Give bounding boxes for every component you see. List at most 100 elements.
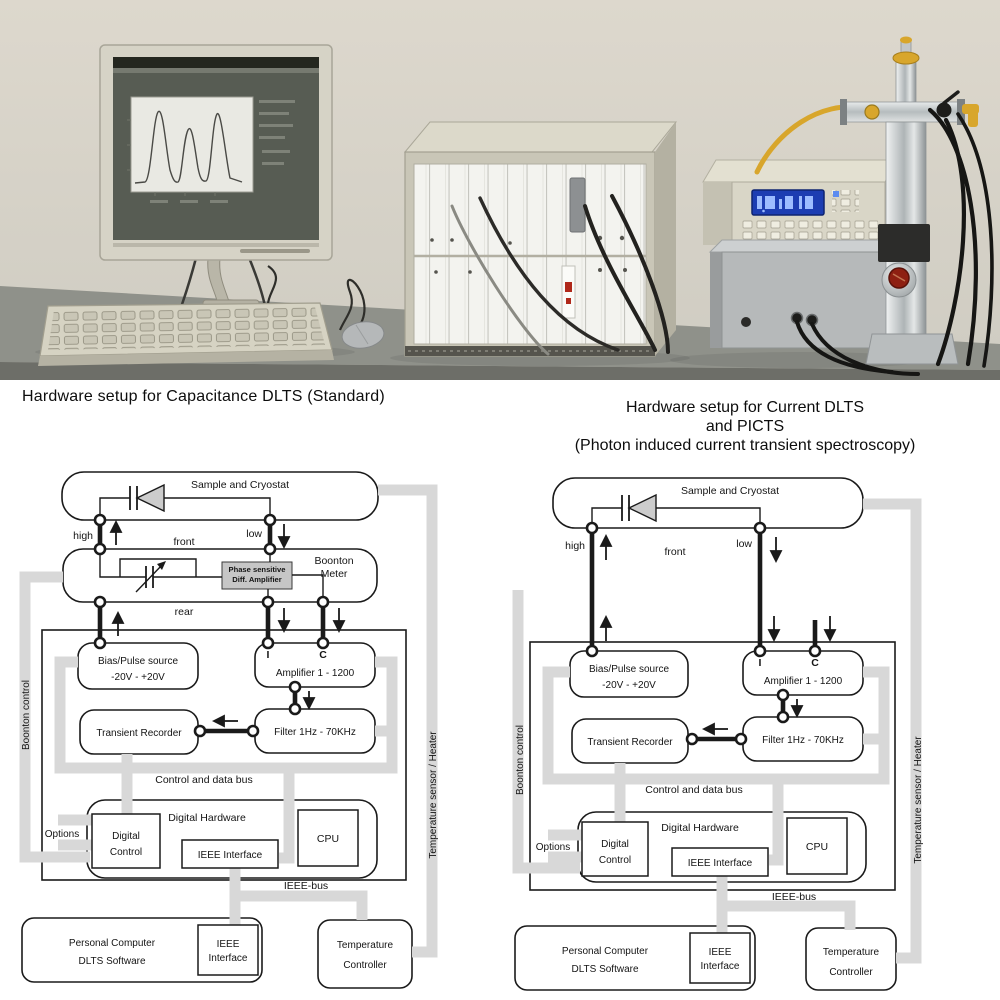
cpu-box <box>786 817 848 875</box>
front-label: front <box>173 536 194 548</box>
variable-capacitor-symbol <box>135 561 166 593</box>
digital-control-box <box>581 821 649 877</box>
caption-line-2: and PICTS <box>705 418 785 435</box>
flow-arrows <box>109 519 346 728</box>
pc-ieee-box <box>689 932 751 984</box>
diode-wire <box>591 507 622 528</box>
temp-sensor-bus <box>863 498 922 964</box>
lab-photo <box>0 0 1000 380</box>
pc-ieee-label: IEEE <box>709 947 732 958</box>
cryostat-cables <box>927 107 994 368</box>
right-diagram: Sample and Cryostat high low front Bias/… <box>512 477 924 991</box>
cpu-box <box>297 809 359 867</box>
temp-controller-label: Controller <box>343 960 387 971</box>
boonton-control-label: Boonton control <box>21 680 32 750</box>
pc-ieee-label: IEEE <box>217 939 240 950</box>
diode-symbol <box>621 493 657 523</box>
left-diagram: Sample and Cryostat high low front rear … <box>19 471 439 989</box>
power-knob <box>741 317 751 327</box>
pc-ieee-label: Interface <box>701 961 740 972</box>
phase-amplifier-box <box>221 561 293 590</box>
cryostat <box>754 36 994 368</box>
boonton-control-label: Boonton control <box>515 725 526 795</box>
caption-current-dlts: Hardware setup for Current DLTS and PICT… <box>500 398 990 455</box>
mouse <box>338 278 385 349</box>
monitor <box>99 44 333 347</box>
ieee-bus-line <box>722 900 856 930</box>
connector-module <box>569 177 586 233</box>
phase-amp-label: Diff. Amplifier <box>232 575 282 584</box>
bias-label: Bias/Pulse source <box>98 656 178 667</box>
temp-sensor-label: Temperature sensor / Heater <box>913 736 924 864</box>
boonton-wire <box>99 549 146 578</box>
rack-modules <box>413 163 647 345</box>
temp-controller-box <box>805 927 897 991</box>
caption-line-1: Hardware setup for Current DLTS <box>625 399 864 416</box>
sample-label: Sample and Cryostat <box>681 485 779 497</box>
yellow-cap <box>892 51 920 65</box>
front-label: front <box>664 546 685 558</box>
yellow-elbow <box>968 110 978 127</box>
mouse-cable <box>338 278 366 331</box>
control-data-bus <box>542 666 890 785</box>
red-module <box>561 265 576 319</box>
transient-label: Transient Recorder <box>587 737 673 748</box>
temp-controller-label: Controller <box>829 967 873 978</box>
clamp-block <box>878 224 930 262</box>
amplifier-label: Amplifier 1 - 1200 <box>764 676 843 687</box>
diode-wire <box>164 497 271 520</box>
digital-control-label: Digital <box>112 831 140 842</box>
ieee-bus-label: IEEE-bus <box>284 880 328 892</box>
ieee-interface-label: IEEE Interface <box>198 850 263 861</box>
plot-window <box>130 96 254 193</box>
diode-wire <box>99 497 130 520</box>
diagrams: Sample and Cryostat high low front rear … <box>19 471 924 991</box>
boonton-meter-label: Meter <box>321 568 348 580</box>
rack-cables <box>450 194 670 356</box>
diode-wire <box>656 507 761 528</box>
cpu-label: CPU <box>806 841 828 853</box>
capacitance-meter <box>702 159 899 246</box>
bias-label: -20V - +20V <box>111 672 165 683</box>
amplifier-box <box>254 642 376 688</box>
ieee-bus-label: IEEE-bus <box>772 891 816 903</box>
plot-curve <box>134 110 243 184</box>
boonton-control-bus <box>512 590 580 874</box>
gold-fitting <box>864 104 880 120</box>
filter-label: Filter 1Hz - 70KHz <box>274 727 356 738</box>
temp-sensor-bus <box>378 484 438 958</box>
cryostat-base <box>865 333 959 365</box>
pc-label: Personal Computer <box>562 946 649 957</box>
pc-label: DLTS Software <box>571 964 638 975</box>
pc-label: Personal Computer <box>69 938 156 949</box>
bias-label: -20V - +20V <box>602 680 656 691</box>
amp-c-label: C <box>319 649 327 661</box>
temp-controller-box <box>317 919 413 989</box>
amp-i-label: I <box>267 649 270 661</box>
control-bus-label: Control and data bus <box>645 784 742 796</box>
temp-sensor-label: Temperature sensor / Heater <box>428 731 439 859</box>
ieee-interface-box <box>671 847 769 877</box>
ieee-bus-line <box>235 890 368 920</box>
low-label: low <box>246 528 262 540</box>
options-label: Options <box>536 842 570 853</box>
cpu-label: CPU <box>317 833 339 845</box>
sample-cryostat-box <box>61 471 379 521</box>
terminal-nodes <box>93 513 330 738</box>
pc-ieee-box <box>197 924 259 976</box>
caption-line-3: (Photon induced current transient spectr… <box>574 437 916 454</box>
pc-label: DLTS Software <box>78 956 145 967</box>
sample-label: Sample and Cryostat <box>191 479 289 491</box>
high-label: high <box>565 540 585 552</box>
options-label: Options <box>45 829 79 840</box>
terminal-nodes <box>585 521 822 746</box>
ieee-interface-box <box>181 839 279 869</box>
boonton-meter-label: Boonton <box>314 555 353 567</box>
ieee-interface-label: IEEE Interface <box>688 858 753 869</box>
control-data-bus <box>54 656 398 774</box>
power-unit <box>708 239 920 376</box>
digital-hardware-label: Digital Hardware <box>168 812 246 824</box>
amp-i-label: I <box>759 657 762 669</box>
digital-control-label: Digital <box>601 839 629 850</box>
